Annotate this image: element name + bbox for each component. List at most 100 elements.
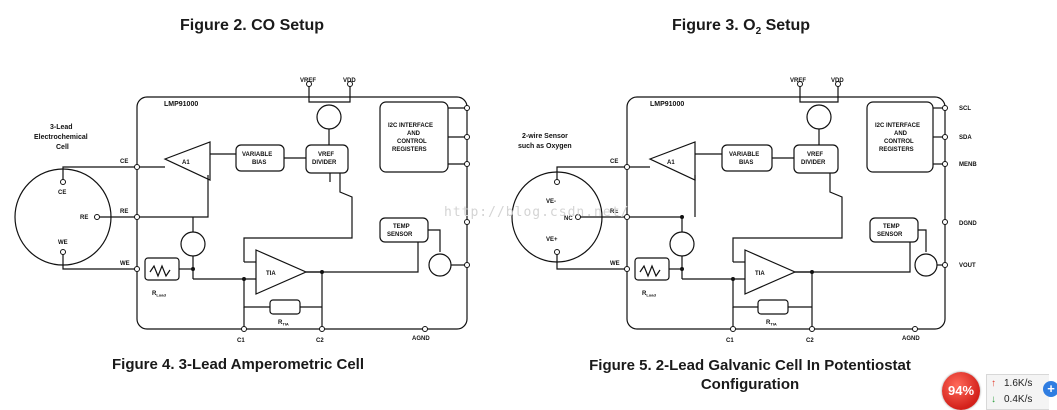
temp-sensor-box — [379, 217, 429, 243]
wire-ce-label: CE — [610, 159, 618, 165]
rload-label: RLoad — [152, 291, 166, 298]
a1-label: A1 — [667, 160, 675, 166]
i2c-label-3: CONTROL — [397, 139, 427, 145]
a1-opamp — [163, 141, 211, 181]
cell-title-3: Cell — [56, 144, 69, 151]
a1-opamp — [648, 141, 696, 181]
rtia-sub: TIA — [282, 322, 289, 327]
vdd-switch — [316, 104, 342, 130]
plus-icon[interactable]: + — [1043, 381, 1057, 397]
figure-3-caption: Figure 3. O2 Setup — [672, 17, 810, 37]
vref-label: VREF — [300, 78, 316, 84]
re-switch — [669, 231, 695, 257]
wire-we-label: WE — [120, 261, 130, 267]
i2c-label-3: CONTROL — [884, 139, 914, 145]
cell-title-2: Electrochemical — [34, 134, 88, 141]
figure-2-caption: Figure 2. CO Setup — [180, 17, 325, 34]
variable-bias-label-1: VARIABLE — [242, 152, 272, 158]
vdd-label: VDD — [343, 78, 356, 84]
vref-label: VREF — [790, 78, 806, 84]
cell-title-1: 3-Lead — [50, 124, 73, 131]
variable-bias-label-1: VARIABLE — [729, 152, 759, 158]
rtia-sub: TIA — [770, 322, 777, 327]
network-speed-widget[interactable]: ↑ 1.6K/s ↓ 0.4K/s 94% + — [940, 370, 1057, 410]
i2c-box — [379, 101, 449, 173]
chip-label: LMP91000 — [650, 101, 684, 108]
temp-label-1: TEMP — [883, 224, 900, 230]
variable-bias-box — [721, 144, 773, 172]
usage-percent-ball[interactable]: 94% — [942, 372, 980, 410]
agnd-label: AGND — [902, 336, 920, 342]
down-arrow-icon: ↓ — [991, 394, 996, 405]
vref-divider-label-1: VREF — [318, 152, 334, 158]
rload-sub: Load — [156, 293, 166, 298]
vref-divider-label-2: DIVIDER — [312, 160, 337, 166]
i2c-label-2: AND — [894, 131, 908, 137]
rtia-label: RTIA — [278, 320, 289, 327]
variable-bias-label-2: BIAS — [252, 160, 266, 166]
menb-label: MENB — [959, 162, 977, 168]
temp-sensor-box — [869, 217, 919, 243]
temp-label-2: SENSOR — [877, 232, 903, 238]
c2-label: C2 — [806, 338, 814, 342]
rload-box — [144, 257, 180, 281]
variable-bias-box — [235, 144, 285, 172]
upload-value: 1.6K/s — [1004, 378, 1033, 389]
cell-re-label: RE — [80, 215, 88, 221]
figure-4-caption: Figure 4. 3-Lead Amperometric Cell — [112, 356, 365, 373]
tia-opamp — [744, 249, 797, 295]
tia-label: TIA — [755, 271, 765, 277]
speed-rates-panel: ↑ 1.6K/s ↓ 0.4K/s — [986, 374, 1049, 410]
rtia-main: R — [278, 320, 283, 326]
dgnd-label: DGND — [959, 221, 977, 227]
figure-5-caption: Figure 5. 2-Lead Galvanic Cell In Potent… — [560, 356, 940, 394]
watermark: http://blog.csdn.net/ — [444, 205, 630, 220]
vref-divider-box — [793, 144, 839, 174]
rload-main: R — [152, 291, 157, 297]
vref-divider-label-1: VREF — [807, 152, 823, 158]
rload-sub: Load — [646, 293, 656, 298]
download-value: 0.4K/s — [1004, 394, 1033, 405]
up-arrow-icon: ↑ — [991, 378, 996, 389]
wire-we-label: WE — [610, 261, 620, 267]
rtia-main: R — [766, 320, 771, 326]
a1-label: A1 — [182, 160, 190, 166]
agnd-label: AGND — [412, 336, 430, 342]
scl-label: SCL — [959, 106, 971, 112]
vdd-switch — [806, 104, 832, 130]
download-rate: ↓ 0.4K/s — [991, 394, 1032, 405]
chip-label: LMP91000 — [164, 101, 198, 108]
sda-label: SDA — [959, 135, 972, 141]
rload-box — [634, 257, 670, 281]
i2c-box — [866, 101, 934, 173]
cell-ce-label: CE — [58, 190, 66, 196]
chip-outline — [626, 96, 946, 330]
cell-nc-label: NC — [564, 216, 573, 222]
figure-3-caption-main: Figure 3. O — [672, 17, 756, 34]
c1-label: C1 — [726, 338, 734, 342]
tia-opamp — [255, 249, 308, 295]
rtia-label: RTIA — [766, 320, 777, 327]
figure-5-caption-line-1: Figure 5. 2-Lead Galvanic Cell In Potent… — [589, 357, 911, 374]
cell-ve-plus-label: VE+ — [546, 237, 558, 243]
rload-main: R — [642, 291, 647, 297]
rload-label: RLoad — [642, 291, 656, 298]
upload-rate: ↑ 1.6K/s — [991, 378, 1032, 389]
c2-label: C2 — [316, 338, 324, 342]
cell-title-1: 2-wire Sensor — [522, 133, 568, 140]
i2c-label-1: I2C INTERFACE — [875, 123, 920, 129]
variable-bias-label-2: BIAS — [739, 160, 753, 166]
vout-switch — [914, 253, 938, 277]
vdd-label: VDD — [831, 78, 844, 84]
vref-divider-label-2: DIVIDER — [801, 160, 826, 166]
vout-switch — [428, 253, 452, 277]
cell-we-label: WE — [58, 240, 68, 246]
c1-label: C1 — [237, 338, 245, 342]
vref-divider-box — [305, 144, 349, 174]
figure-3-caption-end: Setup — [761, 17, 811, 34]
temp-label-1: TEMP — [393, 224, 410, 230]
wire-ce-label: CE — [120, 159, 128, 165]
wire-re-label: RE — [120, 209, 128, 215]
figure-3-caption-subscript: 2 — [755, 26, 762, 38]
figure-5-caption-line-2: Configuration — [700, 376, 800, 393]
